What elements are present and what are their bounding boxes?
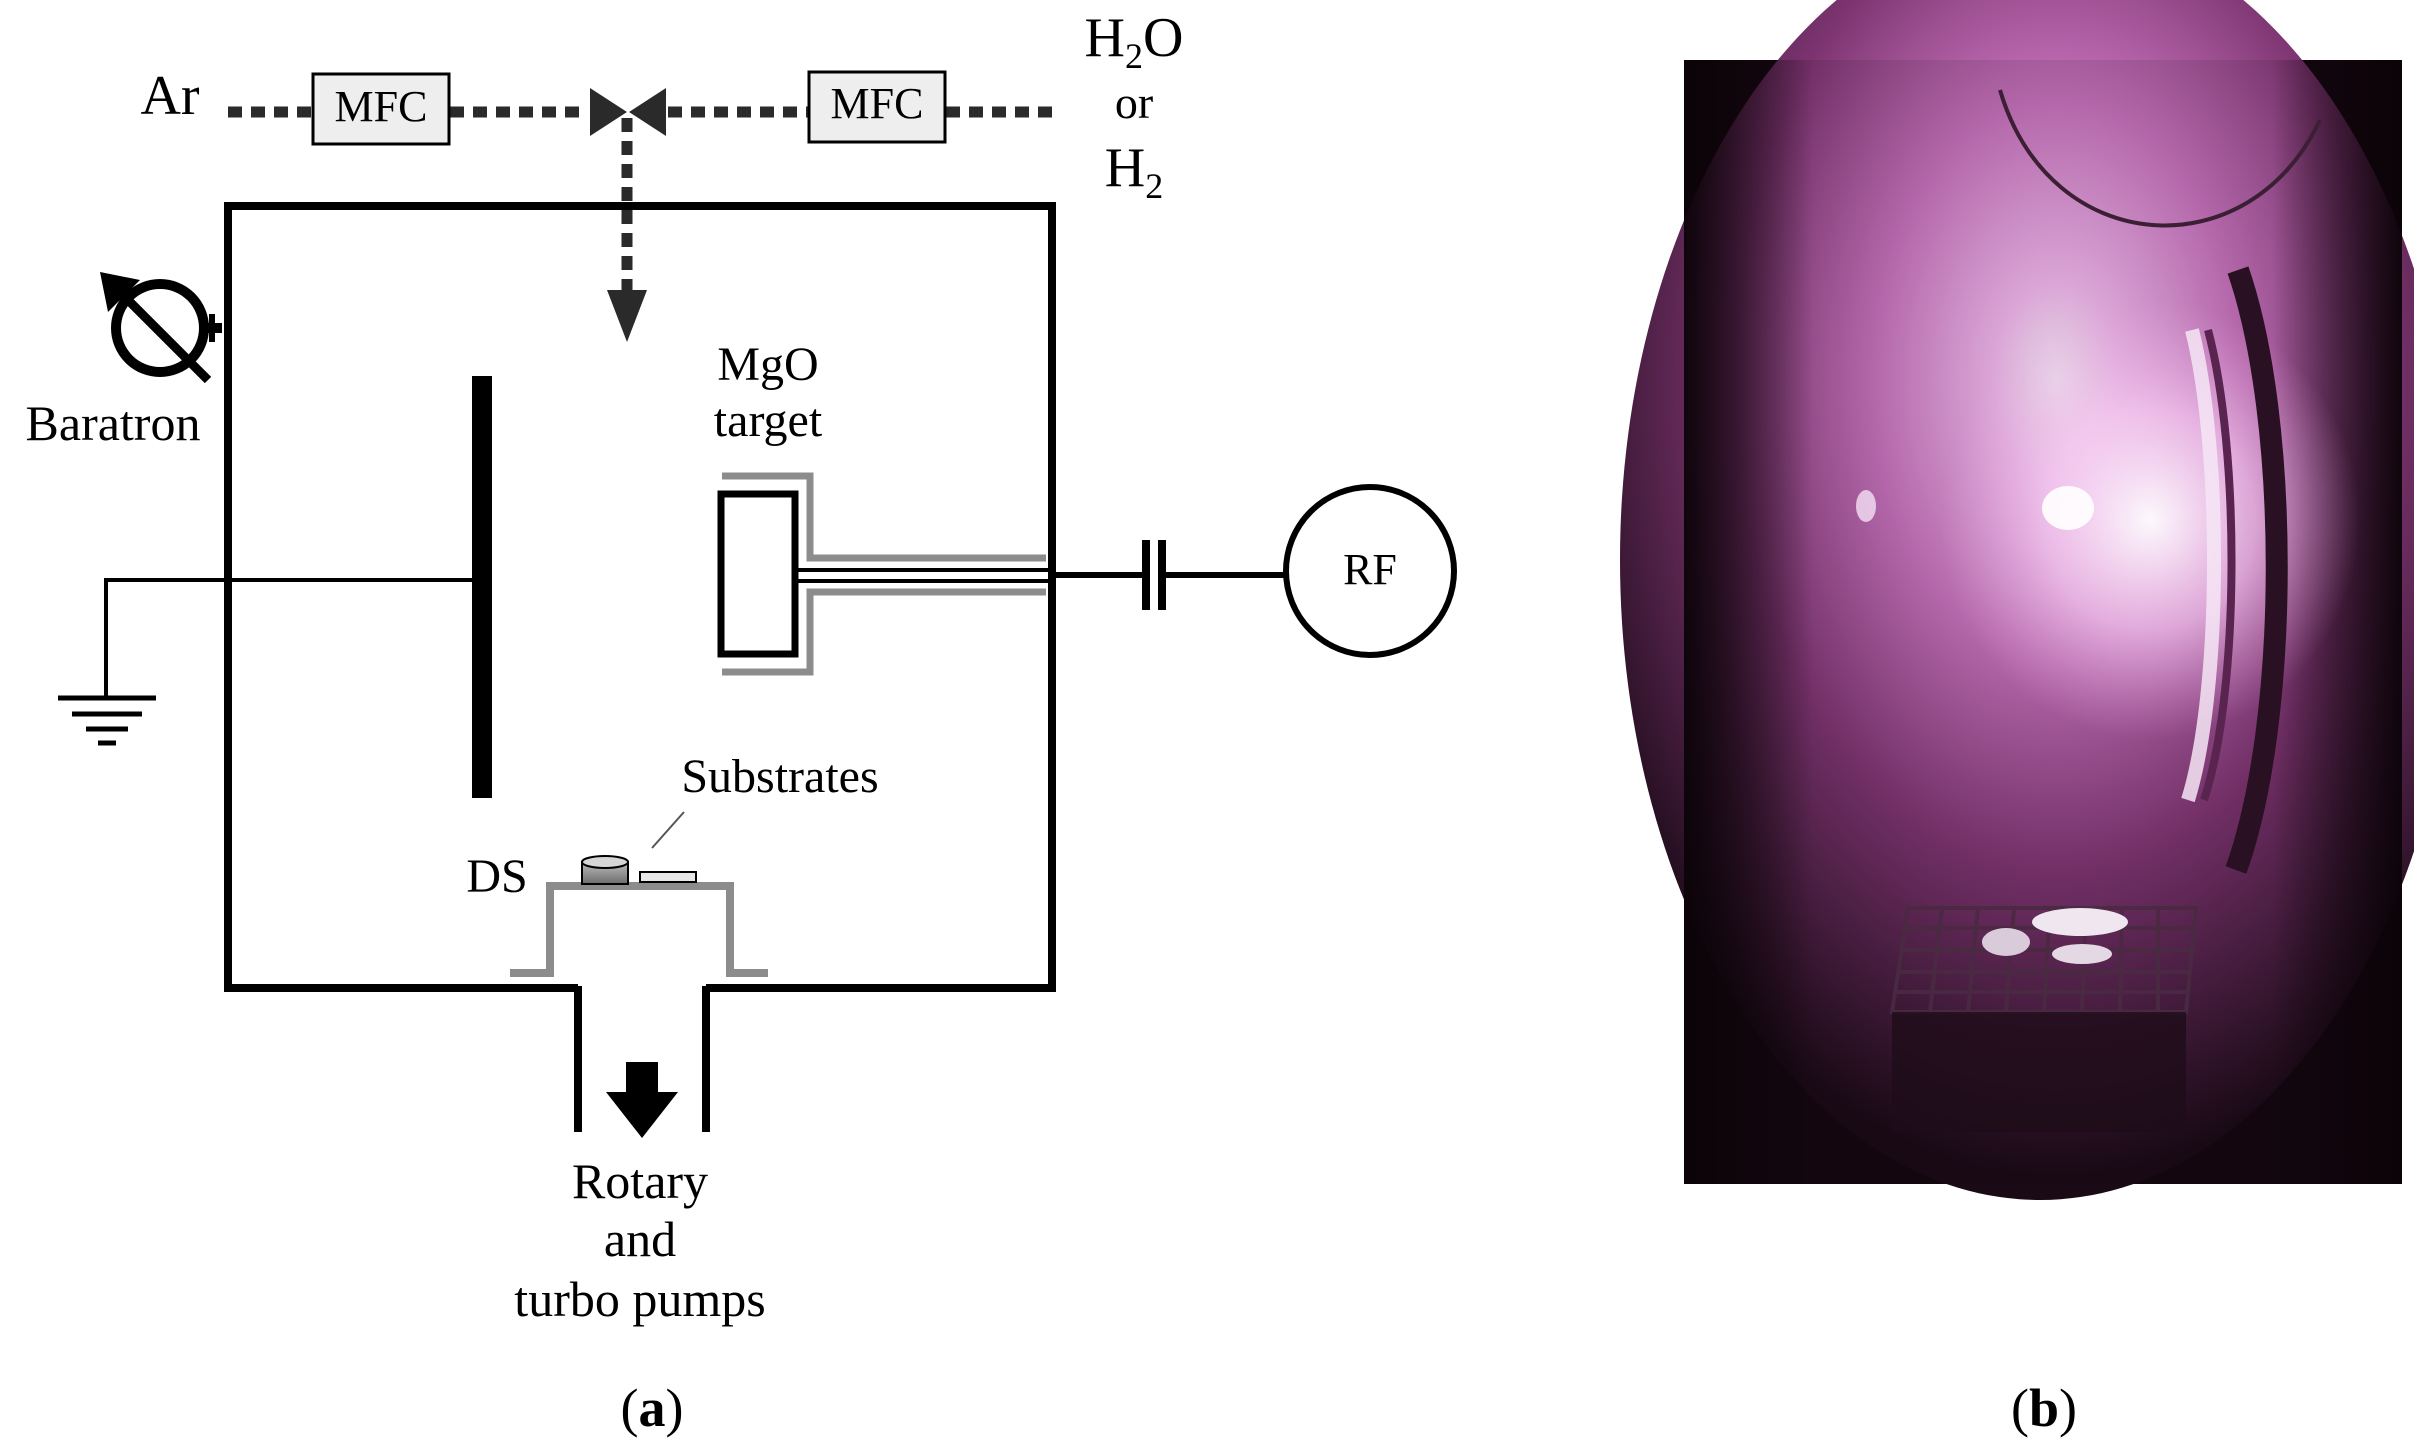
target-holder — [717, 490, 799, 658]
electrode-flange-outer — [2225, 266, 2288, 874]
grounded-electrode — [472, 376, 492, 798]
electrode-flange-inner — [2181, 328, 2221, 803]
electrode-flange-shadow — [2200, 328, 2236, 802]
substrate-stage — [510, 882, 768, 977]
substrates-label: Substrates — [681, 750, 878, 803]
light-spot-left — [1856, 490, 1876, 522]
argon-label: Ar — [140, 65, 199, 127]
ground-symbol-icon — [58, 695, 156, 746]
or-label: or — [1115, 77, 1153, 128]
schematic-panel: MFC MFC Ar H2O or H2 Baratron — [26, 7, 1457, 1438]
plasma-core — [1940, 300, 2360, 740]
grid-holder-front — [1892, 1012, 2186, 1132]
caption-b: (b) — [2011, 1378, 2077, 1438]
mixing-junction-right-arrow — [629, 88, 666, 136]
hydrogen-label: H2 — [1105, 137, 1163, 206]
rf-label: RF — [1343, 545, 1397, 594]
ground-wire — [104, 578, 472, 696]
baratron-gauge-icon — [100, 272, 222, 384]
photo-substrate-cylinder — [1982, 928, 2030, 956]
substrate-plate — [639, 871, 697, 883]
pumps-label-line1: Rotary — [572, 1153, 708, 1209]
mfc-left-label: MFC — [335, 82, 428, 131]
mfc-right-box — [807, 70, 947, 144]
pumps-label-line3: turbo pumps — [514, 1271, 765, 1327]
target-label-line1: MgO — [717, 338, 818, 391]
water-label: H2O — [1085, 7, 1184, 76]
ds-label: DS — [466, 850, 527, 903]
mgo-target-electrode — [717, 472, 1050, 676]
photo-substrate-small — [2052, 944, 2112, 964]
inlet-down-arrow — [607, 290, 647, 342]
mfc-right-label: MFC — [831, 79, 924, 128]
chamber-window-rim — [1998, 89, 2322, 228]
substrate-cylinder — [581, 855, 629, 885]
vacuum-chamber-outline — [224, 202, 1056, 992]
light-spot-center — [2042, 486, 2094, 530]
substrates-leader-line — [651, 811, 685, 849]
rf-source-icon — [1283, 484, 1457, 658]
plasma-photo-panel: (b) — [1620, 0, 2414, 1438]
gas-feed-lines — [228, 106, 1058, 295]
target-label-line2: target — [714, 394, 823, 447]
target-shield — [722, 472, 1046, 676]
caption-a: (a) — [621, 1378, 684, 1438]
pumps-label-line2: and — [604, 1211, 676, 1267]
mixing-junction-left-arrow — [590, 88, 627, 136]
pump-flow-arrow — [606, 1062, 678, 1138]
baratron-label: Baratron — [26, 395, 201, 451]
photo-substrate-large — [2032, 908, 2128, 936]
mfc-left-box — [311, 72, 451, 146]
